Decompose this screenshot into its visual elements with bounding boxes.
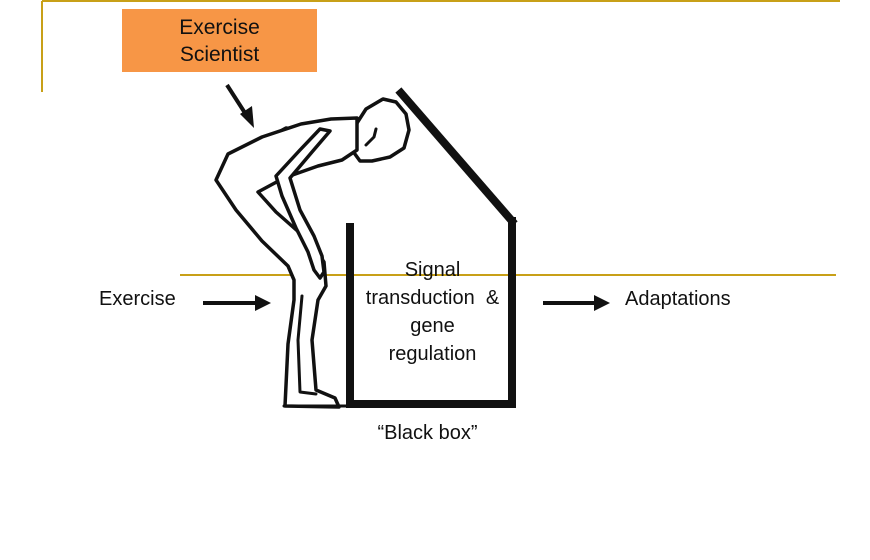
callout-line-2: Scientist	[179, 42, 260, 66]
exercise-scientist-callout: Exercise Scientist	[122, 9, 317, 72]
box-label-line-1: Signal	[404, 259, 461, 281]
output-label: Adaptations	[625, 288, 731, 310]
arrow-right-icon	[543, 295, 610, 311]
input-label: Exercise	[99, 288, 176, 310]
callout-line-1: Exercise	[179, 15, 260, 39]
scientist-figure	[214, 97, 411, 409]
black-box-caption: “Black box”	[377, 422, 478, 444]
arrow-right-icon	[203, 295, 271, 311]
arrow-down-right-icon	[225, 83, 254, 128]
box-label-line-3: gene	[410, 315, 455, 337]
box-label-line-2: transduction &	[365, 287, 500, 309]
black-box-shape	[346, 87, 518, 408]
black-box-label: Signal transduction & gene regulation	[355, 256, 510, 368]
box-label-line-4: regulation	[388, 343, 477, 365]
